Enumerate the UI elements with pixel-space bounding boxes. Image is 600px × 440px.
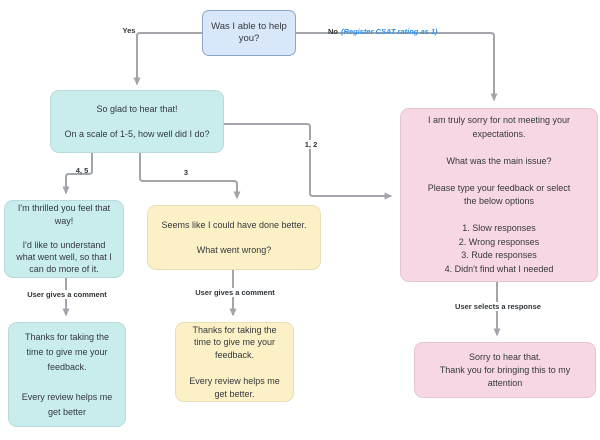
node-truly-sorry-main-issue[interactable]: I am truly sorry for not meeting your ex… — [400, 108, 598, 282]
edge-label-user-gives-comment-left: User gives a comment — [19, 290, 115, 299]
node-was-i-able-to-help[interactable]: Was I able to help you? — [202, 10, 296, 56]
edge-label-csat-note: (Register CSAT rating as 1) — [341, 27, 438, 36]
edge-label-yes: Yes — [122, 26, 136, 35]
node-thanks-feedback-left[interactable]: Thanks for taking the time to give me yo… — [8, 322, 126, 427]
edge-label-no-text: No — [328, 27, 338, 36]
node-thanks-feedback-mid[interactable]: Thanks for taking the time to give me yo… — [175, 322, 294, 402]
edge-yes-connector — [133, 32, 202, 86]
node-thrilled-what-went-well[interactable]: I'm thrilled you feel that way! I'd like… — [4, 200, 124, 278]
edge-no-connector — [296, 32, 498, 102]
edge-label-rating-4-5: 4, 5 — [75, 166, 89, 175]
edge-rating-12-connector — [224, 123, 393, 200]
edge-label-user-selects-response: User selects a response — [449, 302, 547, 311]
edge-label-no: No(Register CSAT rating as 1) — [328, 27, 438, 36]
edge-label-user-gives-comment-mid: User gives a comment — [187, 288, 283, 297]
node-sorry-to-hear-that[interactable]: Sorry to hear that. Thank you for bringi… — [414, 342, 596, 398]
node-could-have-done-better[interactable]: Seems like I could have done better. Wha… — [147, 205, 321, 270]
edge-label-rating-3: 3 — [183, 168, 189, 177]
node-so-glad-scale-1-5[interactable]: So glad to hear that! On a scale of 1-5,… — [50, 90, 224, 153]
edge-label-rating-1-2: 1, 2 — [297, 140, 325, 149]
